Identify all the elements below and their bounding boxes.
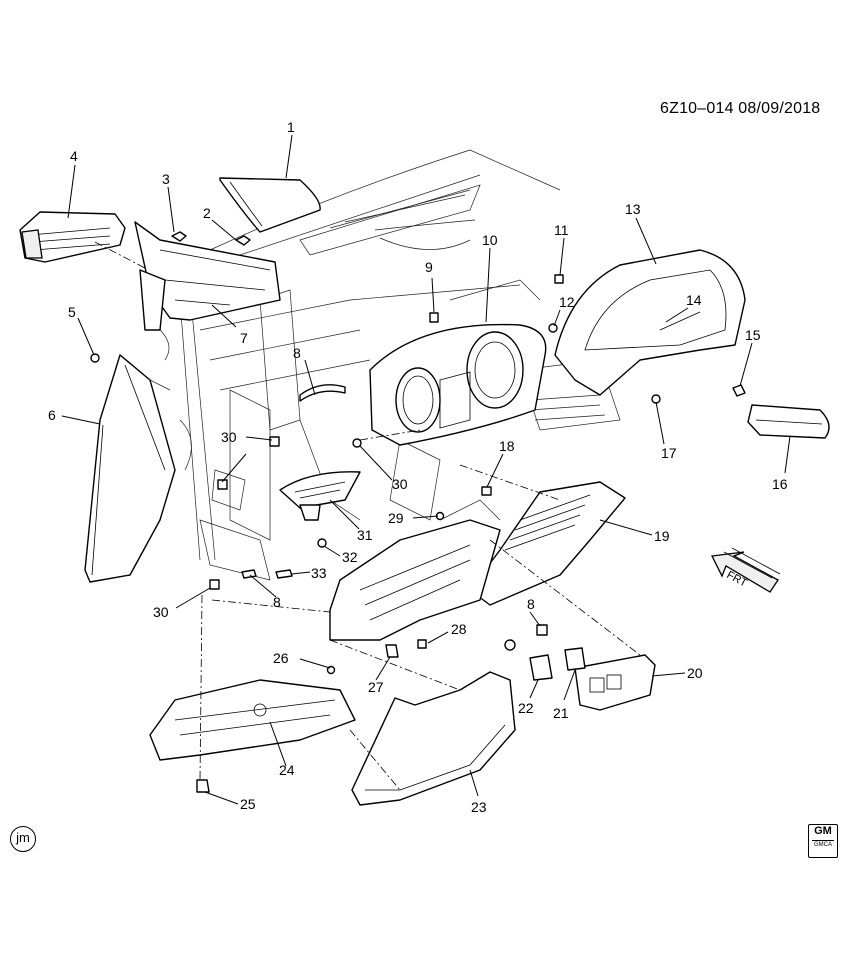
callout-23: 23 (471, 799, 487, 815)
callout-8b: 8 (273, 594, 281, 610)
part-32-nut (317, 538, 327, 548)
callout-30c: 30 (153, 604, 169, 620)
part-30-clip-c (209, 579, 220, 590)
callout-13: 13 (625, 201, 641, 217)
part-8-connector-b (241, 569, 257, 579)
callout-4: 4 (70, 148, 78, 164)
callout-17: 17 (661, 445, 677, 461)
callout-2: 2 (203, 205, 211, 221)
callout-33: 33 (311, 565, 327, 581)
front-direction-arrow: FRT (711, 547, 781, 593)
callout-29: 29 (388, 510, 404, 526)
part-30-clip-b (269, 436, 280, 447)
callout-1: 1 (287, 119, 295, 135)
callout-21: 21 (553, 705, 569, 721)
callout-28: 28 (451, 621, 467, 637)
callout-numbers: 1 2 3 4 5 6 7 8 8 8 9 10 11 12 13 14 15 … (48, 119, 788, 815)
part-15-clip (732, 384, 746, 397)
callout-12: 12 (559, 294, 575, 310)
callout-15: 15 (745, 327, 761, 343)
part-31-lamp (279, 471, 361, 521)
callout-20: 20 (687, 665, 703, 681)
callout-5: 5 (68, 304, 76, 320)
part-2-clip (235, 235, 251, 246)
part-33-connector (275, 569, 293, 579)
part-8-connector-c (536, 624, 548, 636)
callout-30a: 30 (221, 429, 237, 445)
part-30-nut (352, 438, 362, 448)
callout-31: 31 (357, 527, 373, 543)
callout-16: 16 (772, 476, 788, 492)
part-18-clip (481, 486, 492, 496)
dashboard-background (149, 149, 621, 581)
callout-8a: 8 (293, 345, 301, 361)
part-9-clip (429, 312, 439, 323)
part-8-wire-a (299, 384, 346, 402)
part-4-air-outlet (19, 211, 126, 263)
part-3-clip (171, 231, 187, 242)
part-17-screw (651, 394, 661, 404)
callout-22: 22 (518, 700, 534, 716)
part-5-screw (90, 353, 100, 363)
gm-logo-text: GM (814, 825, 832, 837)
part-center-bracket (329, 519, 501, 641)
part-28-clip (417, 639, 427, 649)
part-6-side-panel (84, 354, 176, 583)
part-21-switch (564, 647, 586, 671)
part-23-knee-panel (351, 671, 516, 806)
callout-32: 32 (342, 549, 358, 565)
callout-26: 26 (273, 650, 289, 666)
part-16-switch-trim (747, 404, 830, 439)
gm-logo: GM GMCA (808, 824, 838, 858)
fasteners (90, 231, 746, 793)
callout-8c: 8 (527, 596, 535, 612)
part-12-screw (548, 323, 558, 333)
callout-6: 6 (48, 407, 56, 423)
callout-14: 14 (686, 292, 702, 308)
part-11-clip (554, 274, 564, 284)
part-7-left-bracket (134, 221, 281, 331)
callout-25: 25 (240, 796, 256, 812)
part-10-instrument-cluster (369, 323, 547, 446)
part-1-panel (219, 177, 321, 233)
callout-9: 9 (425, 259, 433, 275)
gm-logo-bar (812, 840, 834, 841)
callout-10: 10 (482, 232, 498, 248)
diagram-id: 6Z10–014 08/09/2018 (660, 100, 821, 117)
callout-7: 7 (240, 330, 248, 346)
callout-11: 11 (554, 222, 569, 238)
part-22-switch (529, 654, 553, 681)
callout-27: 27 (368, 679, 384, 695)
callout-30b: 30 (392, 476, 408, 492)
part-13-cluster-bezel (554, 249, 746, 396)
part-8-ring (504, 639, 516, 651)
leader-lines (61, 134, 791, 805)
callout-3: 3 (162, 171, 170, 187)
part-27-nut (385, 644, 399, 658)
callout-19: 19 (654, 528, 670, 544)
part-20-switch-panel (574, 654, 656, 711)
assembly-lines (94, 241, 641, 791)
gm-logo-sub: GMCA (814, 842, 832, 848)
part-25-clip (196, 779, 210, 793)
artist-mark: jm (10, 826, 36, 852)
callout-18: 18 (499, 438, 515, 454)
callout-24: 24 (279, 762, 295, 778)
part-24-lower-bracket (149, 679, 356, 761)
